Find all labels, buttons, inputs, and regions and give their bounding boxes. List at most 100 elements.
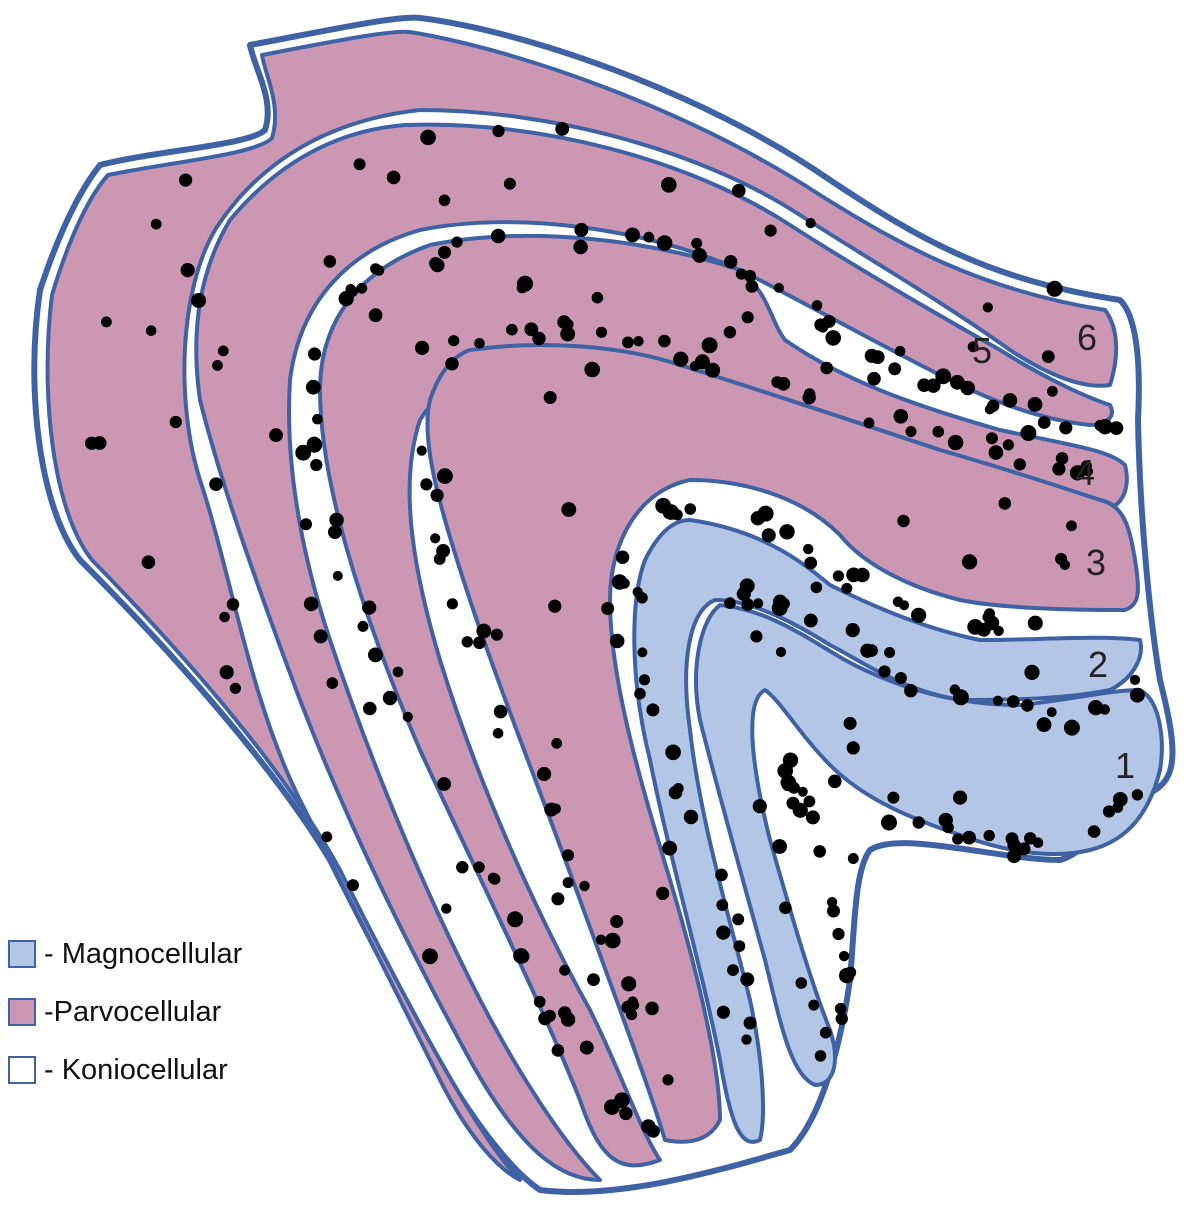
cell-dot bbox=[555, 122, 569, 136]
cell-dot bbox=[888, 362, 901, 375]
cell-dot bbox=[1103, 805, 1115, 817]
cell-dot bbox=[692, 248, 707, 263]
cell-dot bbox=[322, 831, 333, 842]
cell-dot bbox=[93, 436, 107, 450]
cell-dot bbox=[646, 703, 659, 716]
cell-dot bbox=[587, 973, 600, 986]
cell-dot bbox=[962, 831, 976, 845]
cell-dot bbox=[772, 600, 788, 616]
cell-dot bbox=[191, 293, 206, 308]
cell-dot bbox=[1047, 707, 1057, 717]
cell-dot bbox=[212, 360, 223, 371]
cell-dot bbox=[181, 263, 195, 277]
cell-dot bbox=[552, 1044, 565, 1057]
cell-dot bbox=[451, 237, 462, 248]
cell-dot bbox=[804, 614, 818, 628]
cell-dot bbox=[462, 636, 473, 647]
cell-dot bbox=[999, 497, 1012, 510]
cell-dot bbox=[871, 350, 885, 364]
cell-dot bbox=[347, 879, 359, 891]
cell-dot bbox=[312, 414, 323, 425]
cell-dot bbox=[813, 845, 826, 858]
cell-dot bbox=[832, 928, 844, 940]
cell-dot bbox=[1024, 832, 1036, 844]
cell-dot bbox=[1052, 462, 1065, 475]
cell-dot bbox=[987, 400, 999, 412]
cell-dot bbox=[772, 839, 787, 854]
cell-dot bbox=[383, 691, 397, 705]
legend: - Magnocellular -Parvocellular - Konioce… bbox=[8, 925, 242, 1099]
cell-dot bbox=[448, 335, 459, 346]
cell-dot bbox=[734, 940, 746, 952]
cell-dot bbox=[641, 1119, 655, 1133]
cell-dot bbox=[437, 777, 451, 791]
cell-dot bbox=[621, 976, 636, 991]
cell-dot bbox=[431, 489, 444, 502]
cell-dot bbox=[839, 968, 854, 983]
cell-dot bbox=[836, 1013, 848, 1025]
cell-dot bbox=[828, 775, 842, 789]
cell-dot bbox=[1003, 393, 1018, 408]
cell-dot bbox=[984, 830, 995, 841]
legend-item-magnocellular: - Magnocellular bbox=[8, 925, 242, 983]
cell-dot bbox=[170, 416, 182, 428]
cell-dot bbox=[715, 869, 728, 882]
cell-dot bbox=[634, 688, 646, 700]
cell-dot bbox=[550, 804, 561, 815]
cell-dot bbox=[742, 311, 754, 323]
cell-dot bbox=[1047, 386, 1058, 397]
cell-dot bbox=[544, 1010, 556, 1022]
cell-dot bbox=[622, 337, 634, 349]
cell-dot bbox=[493, 728, 504, 739]
cell-dot bbox=[881, 815, 897, 831]
cell-dot bbox=[327, 677, 339, 689]
cell-dot bbox=[308, 347, 321, 360]
cell-dot bbox=[657, 235, 673, 251]
cell-dot bbox=[846, 623, 860, 637]
layer-label-1: 1 bbox=[1115, 745, 1135, 786]
cell-dot bbox=[580, 1041, 594, 1055]
cell-dot bbox=[811, 582, 823, 594]
cell-dot bbox=[993, 696, 1003, 706]
cell-dot bbox=[517, 282, 528, 293]
cell-dot bbox=[314, 629, 328, 643]
cell-dot bbox=[817, 322, 828, 333]
cell-dot bbox=[269, 428, 283, 442]
cell-dot bbox=[820, 1027, 832, 1039]
cell-dot bbox=[491, 229, 506, 244]
cell-dot bbox=[904, 684, 917, 697]
cell-dot bbox=[662, 1074, 673, 1085]
cell-dot bbox=[894, 409, 909, 424]
cell-dot bbox=[474, 338, 485, 349]
cell-dot bbox=[662, 841, 677, 856]
cell-dot bbox=[783, 753, 798, 768]
cell-dot bbox=[1037, 717, 1052, 732]
cell-dot bbox=[557, 315, 571, 329]
cell-dot bbox=[808, 1000, 819, 1011]
cell-dot bbox=[1042, 350, 1055, 363]
cell-dot bbox=[827, 905, 840, 918]
cell-dot bbox=[422, 948, 438, 964]
cell-dot bbox=[744, 1017, 757, 1030]
cell-dot bbox=[685, 503, 697, 515]
cell-dot bbox=[447, 598, 458, 609]
cell-dot bbox=[592, 292, 604, 304]
cell-dot bbox=[804, 557, 817, 570]
cell-dot bbox=[1059, 421, 1072, 434]
cell-dot bbox=[494, 705, 508, 719]
cell-dot bbox=[645, 1002, 659, 1016]
cell-dot bbox=[584, 362, 600, 378]
cell-dot bbox=[324, 255, 337, 268]
cell-dot bbox=[559, 965, 570, 976]
legend-swatch-koniocellular bbox=[8, 1056, 36, 1084]
cell-dot bbox=[865, 644, 878, 657]
cell-dot bbox=[473, 861, 485, 873]
cell-dot bbox=[491, 629, 503, 641]
cell-dot bbox=[897, 515, 909, 527]
cell-dot bbox=[219, 612, 230, 623]
cell-dot bbox=[304, 597, 319, 612]
cell-dot bbox=[354, 158, 366, 170]
cell-dot bbox=[917, 378, 931, 392]
cell-dot bbox=[665, 745, 681, 761]
cell-dot bbox=[655, 498, 671, 514]
